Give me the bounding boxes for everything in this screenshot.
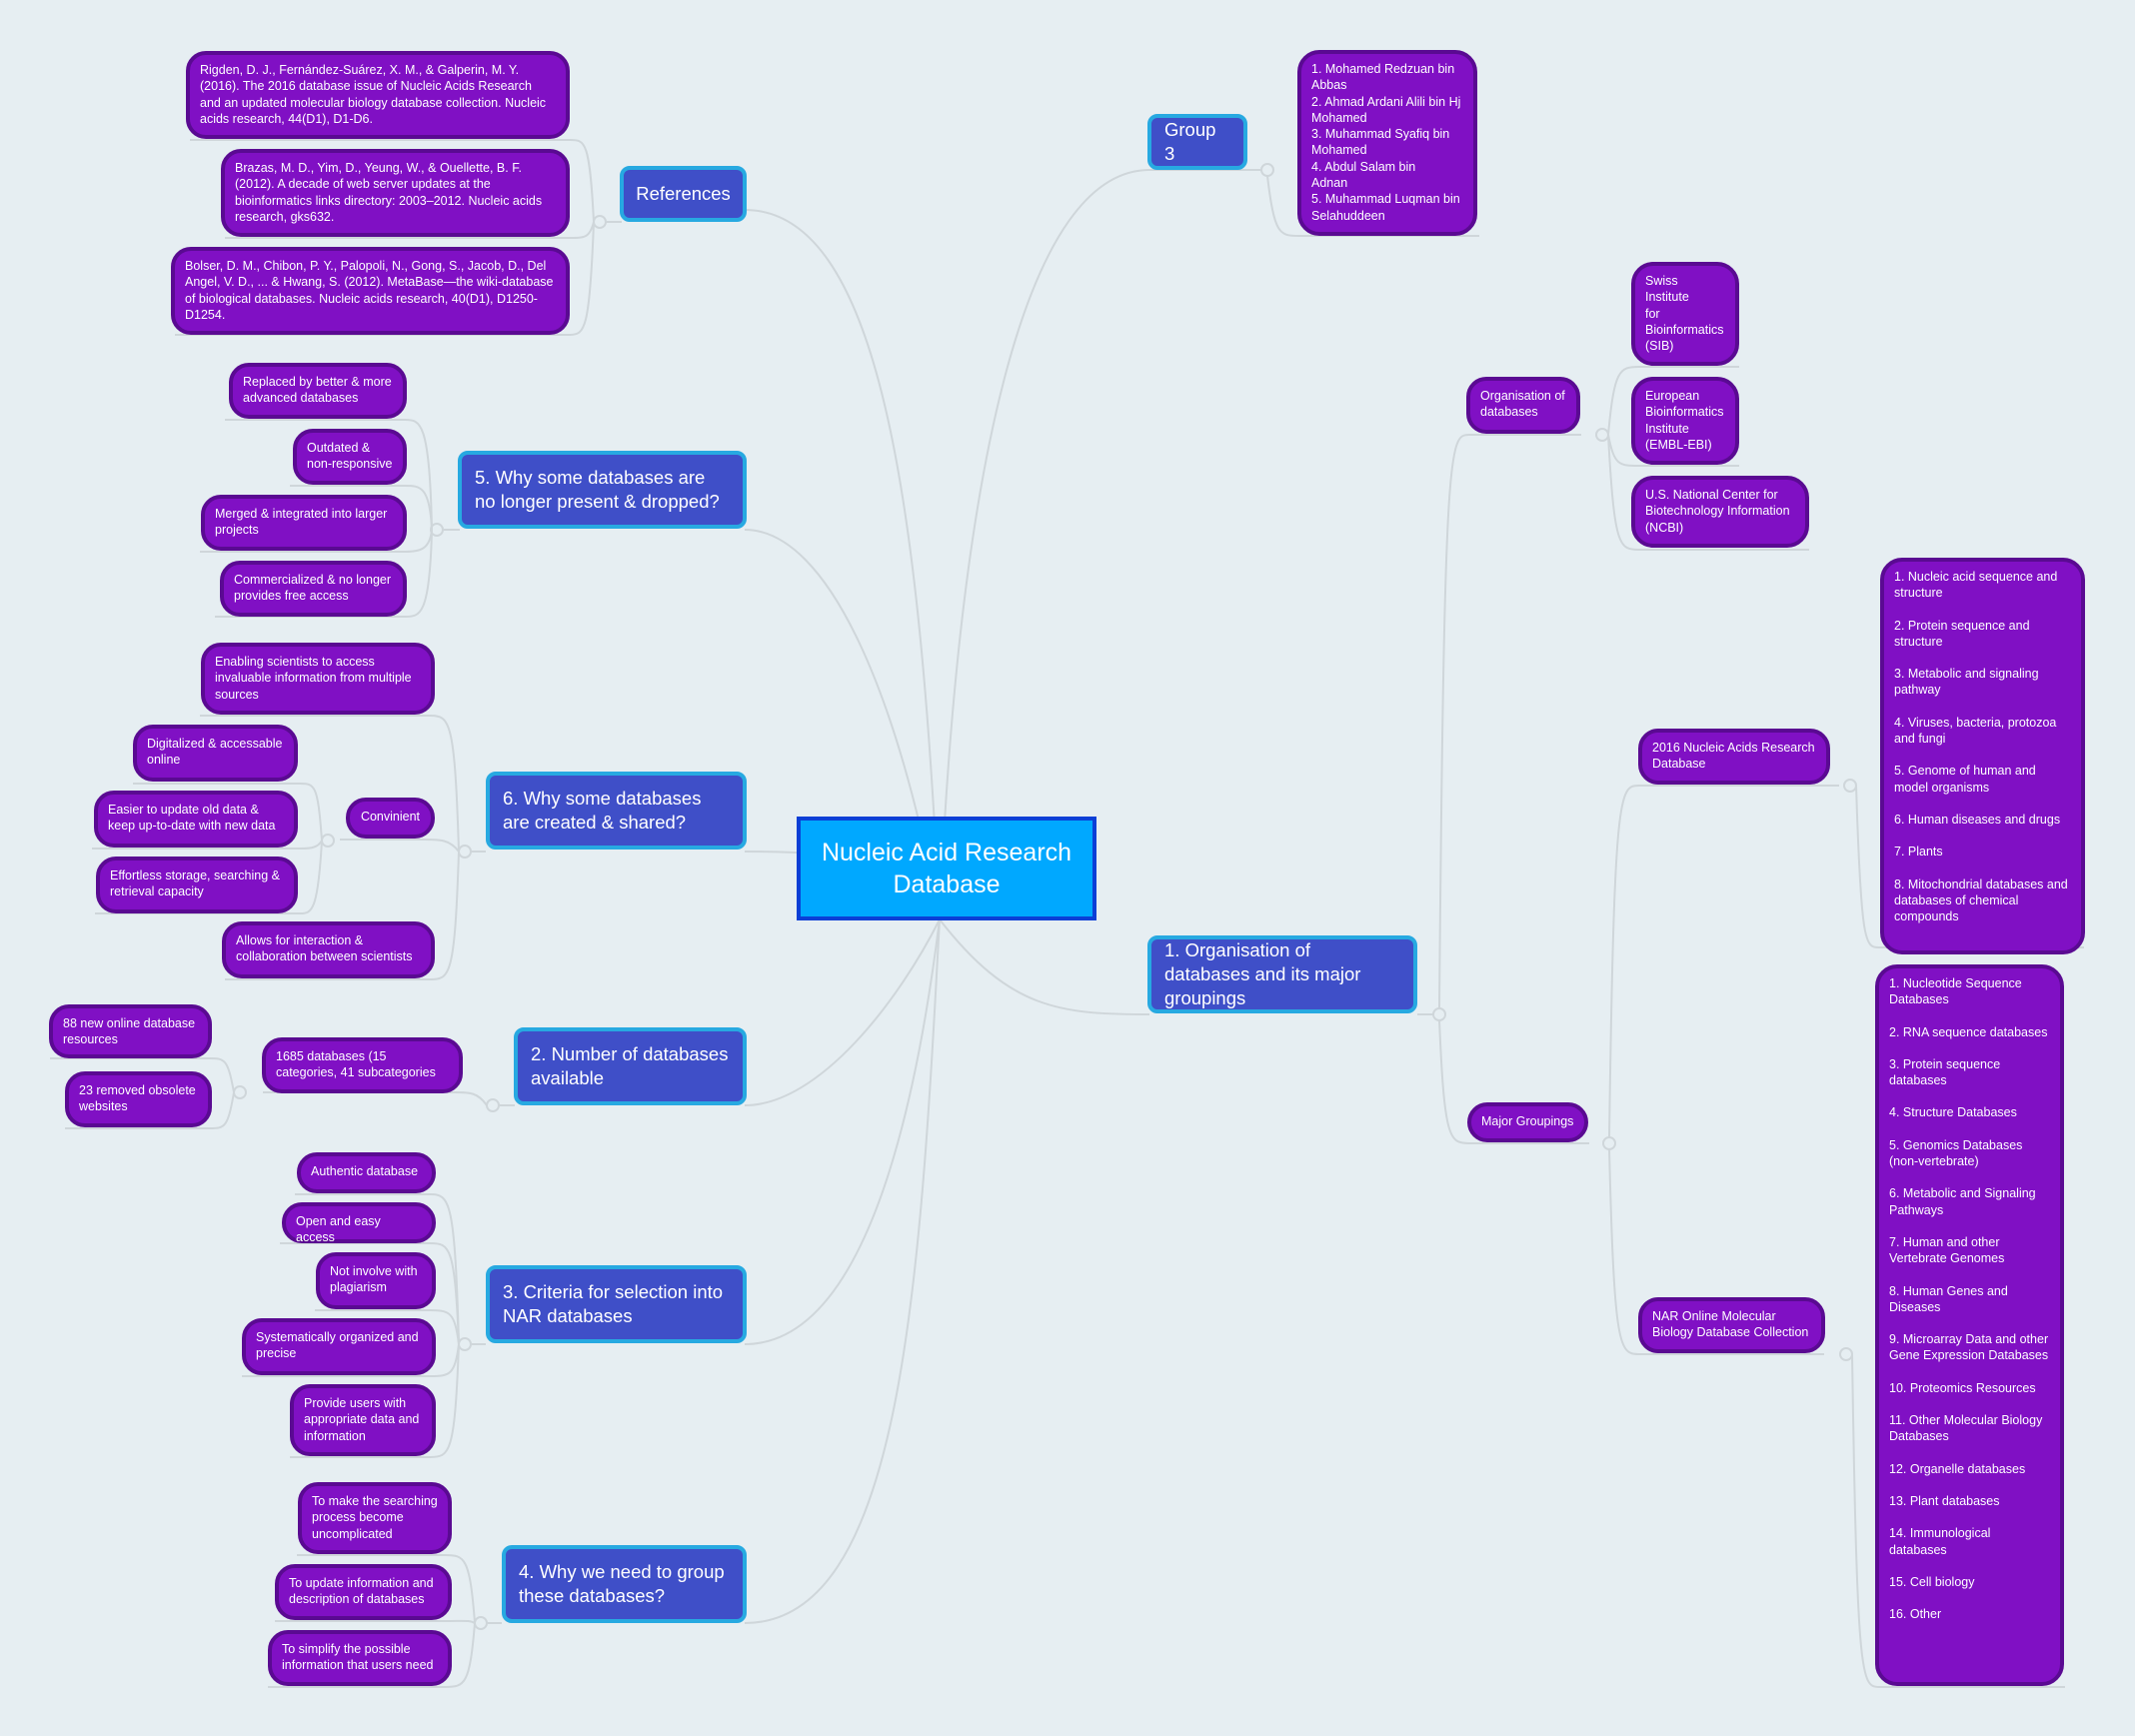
group-members-text: 1. Mohamed Redzuan bin Abbas 2. Ahmad Ar… — [1311, 62, 1461, 223]
topic-5-item[interactable]: Merged & integrated into larger projects — [201, 495, 407, 551]
category-item: 12. Organelle databases — [1889, 1461, 2026, 1476]
topic-3-item[interactable]: Systematically organized and precise — [242, 1318, 436, 1375]
category-item: 7. Plants — [1894, 845, 1943, 860]
category-item: 1. Nucleotide Sequence Databases — [1889, 976, 2022, 1007]
topic-3-item[interactable]: Authentic database — [297, 1152, 436, 1193]
convinient-child[interactable]: Effortless storage, searching & retrieva… — [96, 857, 298, 913]
category-item: 8. Mitochondrial databases and databases… — [1894, 876, 2068, 924]
major-groupings[interactable]: Major Groupings — [1467, 1102, 1588, 1142]
category-item: 2. RNA sequence databases — [1889, 1024, 2048, 1039]
topic-5-item[interactable]: Commercialized & no longer provides free… — [220, 561, 407, 617]
organisation-of-databases[interactable]: Organisation of databases — [1466, 377, 1580, 434]
category-item: 3. Metabolic and signaling pathway — [1894, 667, 2039, 698]
topic-4-item[interactable]: To make the searching process become unc… — [298, 1482, 452, 1554]
topic-group[interactable]: Group 3 — [1147, 114, 1247, 170]
root-node[interactable]: Nucleic Acid Research Database — [797, 817, 1096, 920]
category-item: 16. Other — [1889, 1607, 1942, 1622]
topic-2-child[interactable]: 88 new online database resources — [49, 1004, 212, 1058]
topic-1-organisation[interactable]: 1. Organisation of databases and its maj… — [1147, 935, 1417, 1013]
topic-6-item[interactable]: Enabling scientists to access invaluable… — [201, 643, 435, 715]
category-item: 14. Immunological databases — [1889, 1526, 1991, 1557]
category-item: 2. Protein sequence and structure — [1894, 618, 2030, 649]
topic-3-criteria[interactable]: 3. Criteria for selection into NAR datab… — [486, 1265, 747, 1343]
organisation-item-ncbi[interactable]: U.S. National Center for Biotechnology I… — [1631, 476, 1809, 548]
category-item: 7. Human and other Vertebrate Genomes — [1889, 1234, 2005, 1266]
topic-5-item[interactable]: Outdated & non-responsive — [293, 429, 407, 485]
organisation-item-sib[interactable]: Swiss Institute for Bioinformatics (SIB) — [1631, 262, 1739, 366]
topic-6-created[interactable]: 6. Why some databases are created & shar… — [486, 772, 747, 850]
topic-2-number[interactable]: 2. Number of databases available — [514, 1027, 747, 1105]
nar-2016-categories[interactable]: 1. Nucleic acid sequence and structure 2… — [1880, 558, 2085, 954]
topic-3-item[interactable]: Provide users with appropriate data and … — [290, 1384, 436, 1456]
category-item: 10. Proteomics Resources — [1889, 1380, 2036, 1395]
category-item: 15. Cell biology — [1889, 1574, 1975, 1589]
organisation-item-embl-ebi[interactable]: European Bioinformatics Institute (EMBL-… — [1631, 377, 1739, 465]
nar-online-collection[interactable]: NAR Online Molecular Biology Database Co… — [1638, 1297, 1825, 1353]
category-item: 5. Genome of human and model organisms — [1894, 764, 2036, 795]
category-item: 6. Metabolic and Signaling Pathways — [1889, 1186, 2036, 1217]
category-item: 11. Other Molecular Biology Databases — [1889, 1413, 2043, 1444]
group-members[interactable]: 1. Mohamed Redzuan bin Abbas 2. Ahmad Ar… — [1297, 50, 1477, 236]
topic-4-item[interactable]: To simplify the possible information tha… — [268, 1630, 452, 1686]
topic-4-item[interactable]: To update information and description of… — [275, 1564, 452, 1620]
topic-5-dropped[interactable]: 5. Why some databases are no longer pres… — [458, 451, 747, 529]
reference-item[interactable]: Rigden, D. J., Fernández-Suárez, X. M., … — [186, 51, 570, 139]
convinient-child[interactable]: Digitalized & accessable online — [133, 725, 298, 782]
nar-online-categories[interactable]: 1. Nucleotide Sequence Databases 2. RNA … — [1875, 964, 2064, 1686]
nar-2016-database[interactable]: 2016 Nucleic Acids Research Database — [1638, 729, 1830, 785]
category-item: 9. Microarray Data and other Gene Expres… — [1889, 1332, 2049, 1363]
topic-2-child[interactable]: 23 removed obsolete websites — [65, 1071, 212, 1127]
topic-6-item[interactable]: Allows for interaction & collaboration b… — [222, 921, 435, 978]
reference-item[interactable]: Bolser, D. M., Chibon, P. Y., Palopoli, … — [171, 247, 570, 335]
topic-references-label: References — [636, 183, 731, 204]
topic-4-group[interactable]: 4. Why we need to group these databases? — [502, 1545, 747, 1623]
category-item: 6. Human diseases and drugs — [1894, 812, 2061, 827]
convinient-child[interactable]: Easier to update old data & keep up-to-d… — [94, 791, 298, 848]
topic-references[interactable]: References — [620, 166, 747, 222]
reference-item[interactable]: Brazas, M. D., Yim, D., Yeung, W., & Oue… — [221, 149, 570, 237]
topic-5-item[interactable]: Replaced by better & more advanced datab… — [229, 363, 407, 419]
category-item: 4. Structure Databases — [1889, 1105, 2017, 1120]
category-item: 1. Nucleic acid sequence and structure — [1894, 570, 2058, 601]
category-item: 4. Viruses, bacteria, protozoa and fungi — [1894, 715, 2057, 747]
root-title: Nucleic Acid Research Database — [821, 839, 1072, 898]
topic-3-item[interactable]: Not involve with plagiarism — [316, 1252, 436, 1309]
category-item: 13. Plant databases — [1889, 1493, 2000, 1508]
category-item: 8. Human Genes and Diseases — [1889, 1283, 2008, 1314]
category-item: 3. Protein sequence databases — [1889, 1056, 2001, 1088]
topic-2-item[interactable]: 1685 databases (15 categories, 41 subcat… — [262, 1037, 463, 1093]
category-item: 5. Genomics Databases (non-vertebrate) — [1889, 1137, 2023, 1169]
group-title: Group 3 — [1164, 119, 1216, 164]
topic-3-item[interactable]: Open and easy access — [282, 1202, 436, 1244]
topic-6-item-convinient[interactable]: Convinient — [346, 798, 435, 839]
